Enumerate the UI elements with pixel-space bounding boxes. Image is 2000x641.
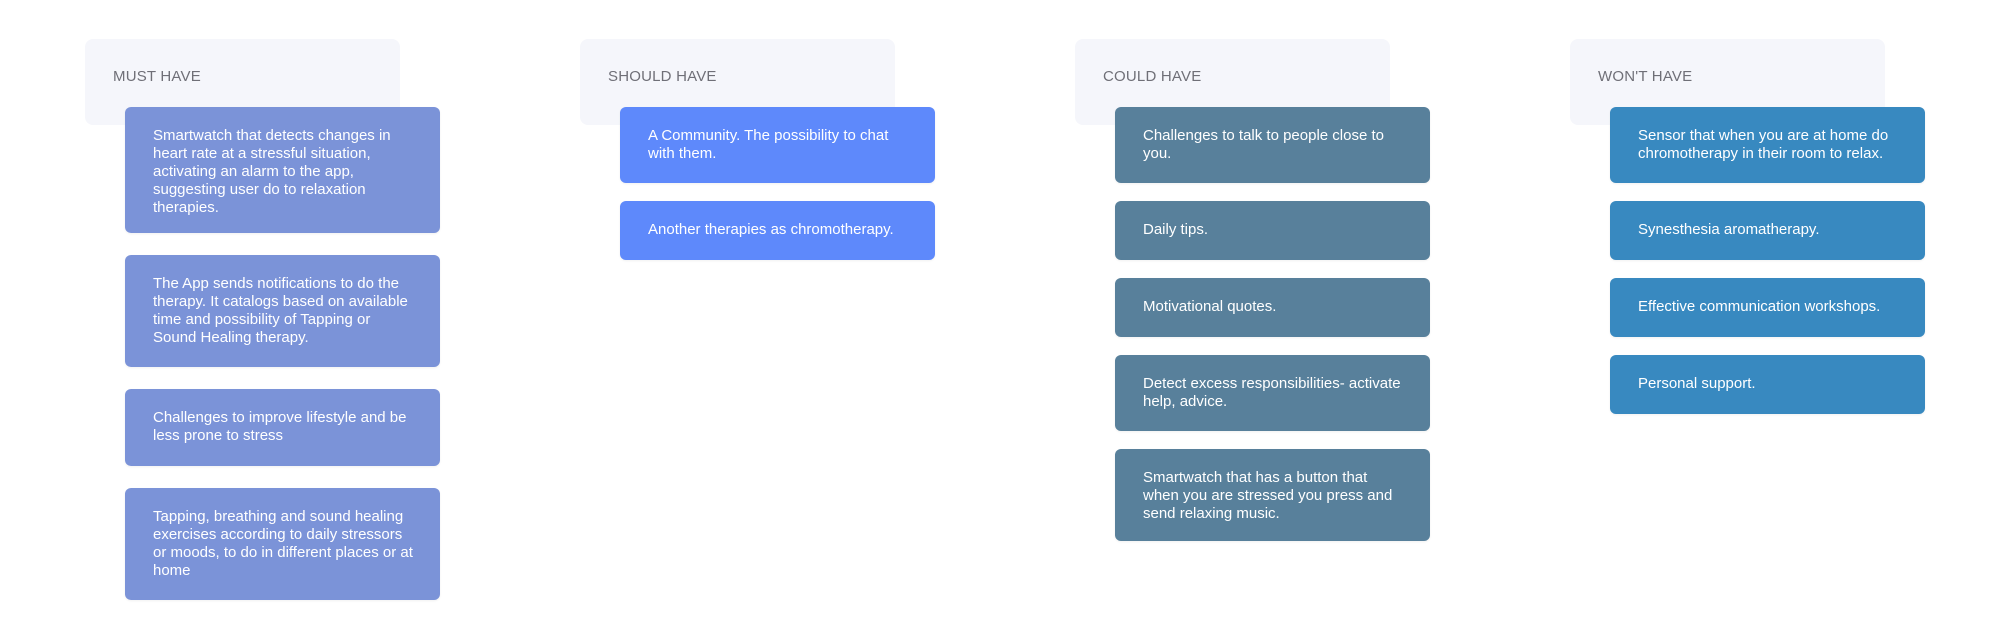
column-must-have: MUST HAVE Smartwatch that detects change… bbox=[85, 39, 485, 619]
sticky-note[interactable]: The App sends notifications to do the th… bbox=[125, 255, 440, 367]
sticky-note[interactable]: Smartwatch that detects changes in heart… bbox=[125, 107, 440, 233]
sticky-note[interactable]: Detect excess responsibilities- activate… bbox=[1115, 355, 1430, 431]
column-title: WON'T HAVE bbox=[1598, 68, 1693, 85]
sticky-note[interactable]: Synesthesia aromatherapy. bbox=[1610, 201, 1925, 260]
card-list: A Community. The possibility to chat wit… bbox=[620, 107, 935, 278]
sticky-note[interactable]: A Community. The possibility to chat wit… bbox=[620, 107, 935, 183]
sticky-note[interactable]: Personal support. bbox=[1610, 355, 1925, 414]
sticky-note[interactable]: Daily tips. bbox=[1115, 201, 1430, 260]
column-title: COULD HAVE bbox=[1103, 68, 1202, 85]
card-list: Smartwatch that detects changes in heart… bbox=[125, 107, 440, 622]
sticky-note[interactable]: Sensor that when you are at home do chro… bbox=[1610, 107, 1925, 183]
column-should-have: SHOULD HAVE A Community. The possibility… bbox=[580, 39, 980, 619]
column-wont-have: WON'T HAVE Sensor that when you are at h… bbox=[1570, 39, 1970, 619]
sticky-note[interactable]: Challenges to improve lifestyle and be l… bbox=[125, 389, 440, 466]
sticky-note[interactable]: Challenges to talk to people close to yo… bbox=[1115, 107, 1430, 183]
card-list: Sensor that when you are at home do chro… bbox=[1610, 107, 1925, 432]
column-could-have: COULD HAVE Challenges to talk to people … bbox=[1075, 39, 1475, 619]
column-title: SHOULD HAVE bbox=[608, 68, 717, 85]
sticky-note[interactable]: Tapping, breathing and sound healing exe… bbox=[125, 488, 440, 600]
card-list: Challenges to talk to people close to yo… bbox=[1115, 107, 1430, 559]
sticky-note[interactable]: Another therapies as chromotherapy. bbox=[620, 201, 935, 260]
column-title: MUST HAVE bbox=[113, 68, 201, 85]
sticky-note[interactable]: Motivational quotes. bbox=[1115, 278, 1430, 337]
sticky-note[interactable]: Smartwatch that has a button that when y… bbox=[1115, 449, 1430, 541]
sticky-note[interactable]: Effective communication workshops. bbox=[1610, 278, 1925, 337]
